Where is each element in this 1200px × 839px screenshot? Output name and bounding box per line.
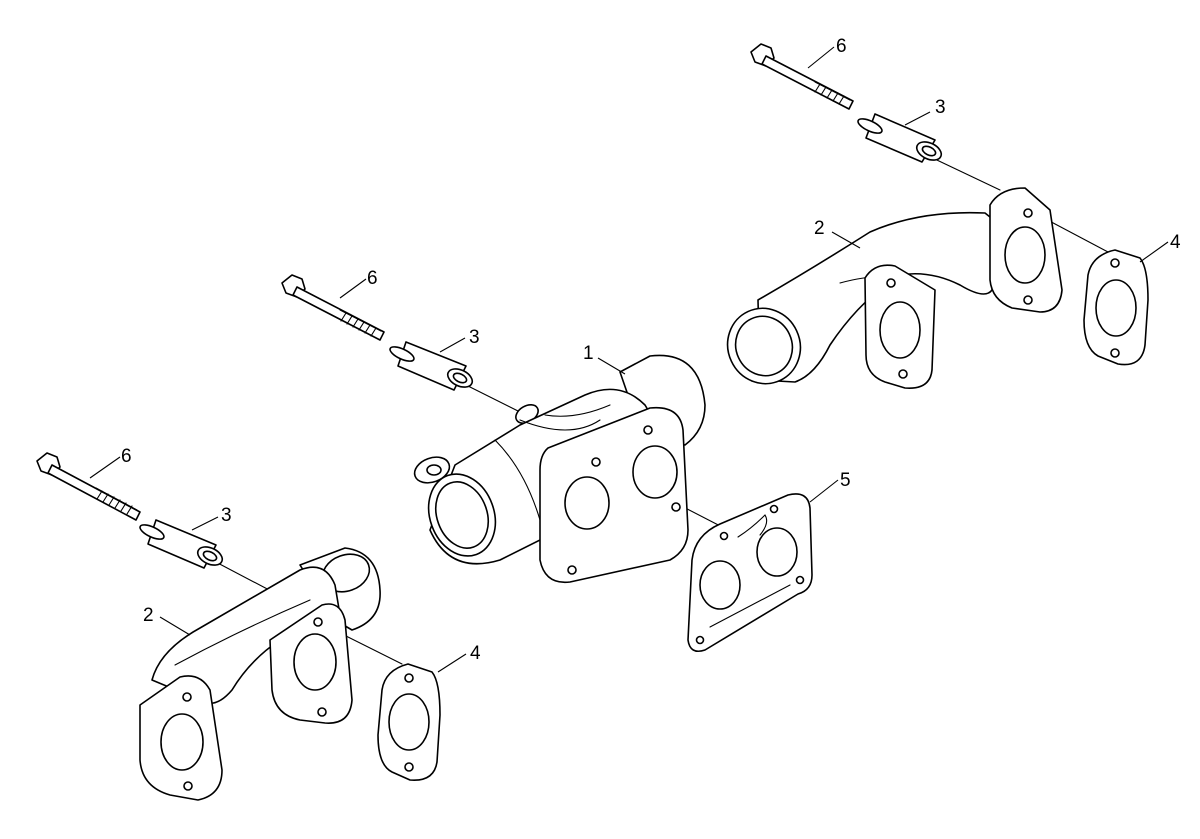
middle-sleeve-part — [389, 341, 474, 391]
lower-bolt-part — [36, 452, 141, 521]
callout-3-middle: 3 — [469, 327, 480, 348]
callout-2-lower: 2 — [143, 605, 154, 626]
callout-3-upper: 3 — [935, 97, 946, 118]
lower-elbow-pipe-part — [139, 547, 381, 801]
callout-labels: 1 2 2 3 3 3 4 4 5 6 6 6 — [121, 36, 1181, 664]
callout-5: 5 — [840, 470, 851, 491]
callout-6-middle: 6 — [367, 268, 378, 289]
middle-bolt-part — [281, 274, 385, 341]
upper-elbow-pipe-part — [726, 187, 1063, 389]
callout-4-lower: 4 — [470, 643, 481, 664]
flat-gasket-part — [687, 493, 813, 653]
thermostat-housing-part — [413, 354, 706, 584]
upper-flange-gasket-part — [1083, 249, 1149, 366]
callout-3-lower: 3 — [221, 505, 232, 526]
callout-6-lower: 6 — [121, 446, 132, 467]
callout-1: 1 — [583, 343, 594, 364]
lower-flange-gasket-part — [377, 663, 441, 781]
callout-4-upper: 4 — [1170, 232, 1181, 253]
callout-leader-lines — [89, 46, 1169, 673]
callout-6-upper: 6 — [836, 36, 847, 57]
callout-2-upper: 2 — [814, 218, 825, 239]
upper-bolt-part — [750, 43, 854, 110]
lower-sleeve-part — [139, 519, 224, 569]
upper-sleeve-part — [857, 113, 943, 163]
